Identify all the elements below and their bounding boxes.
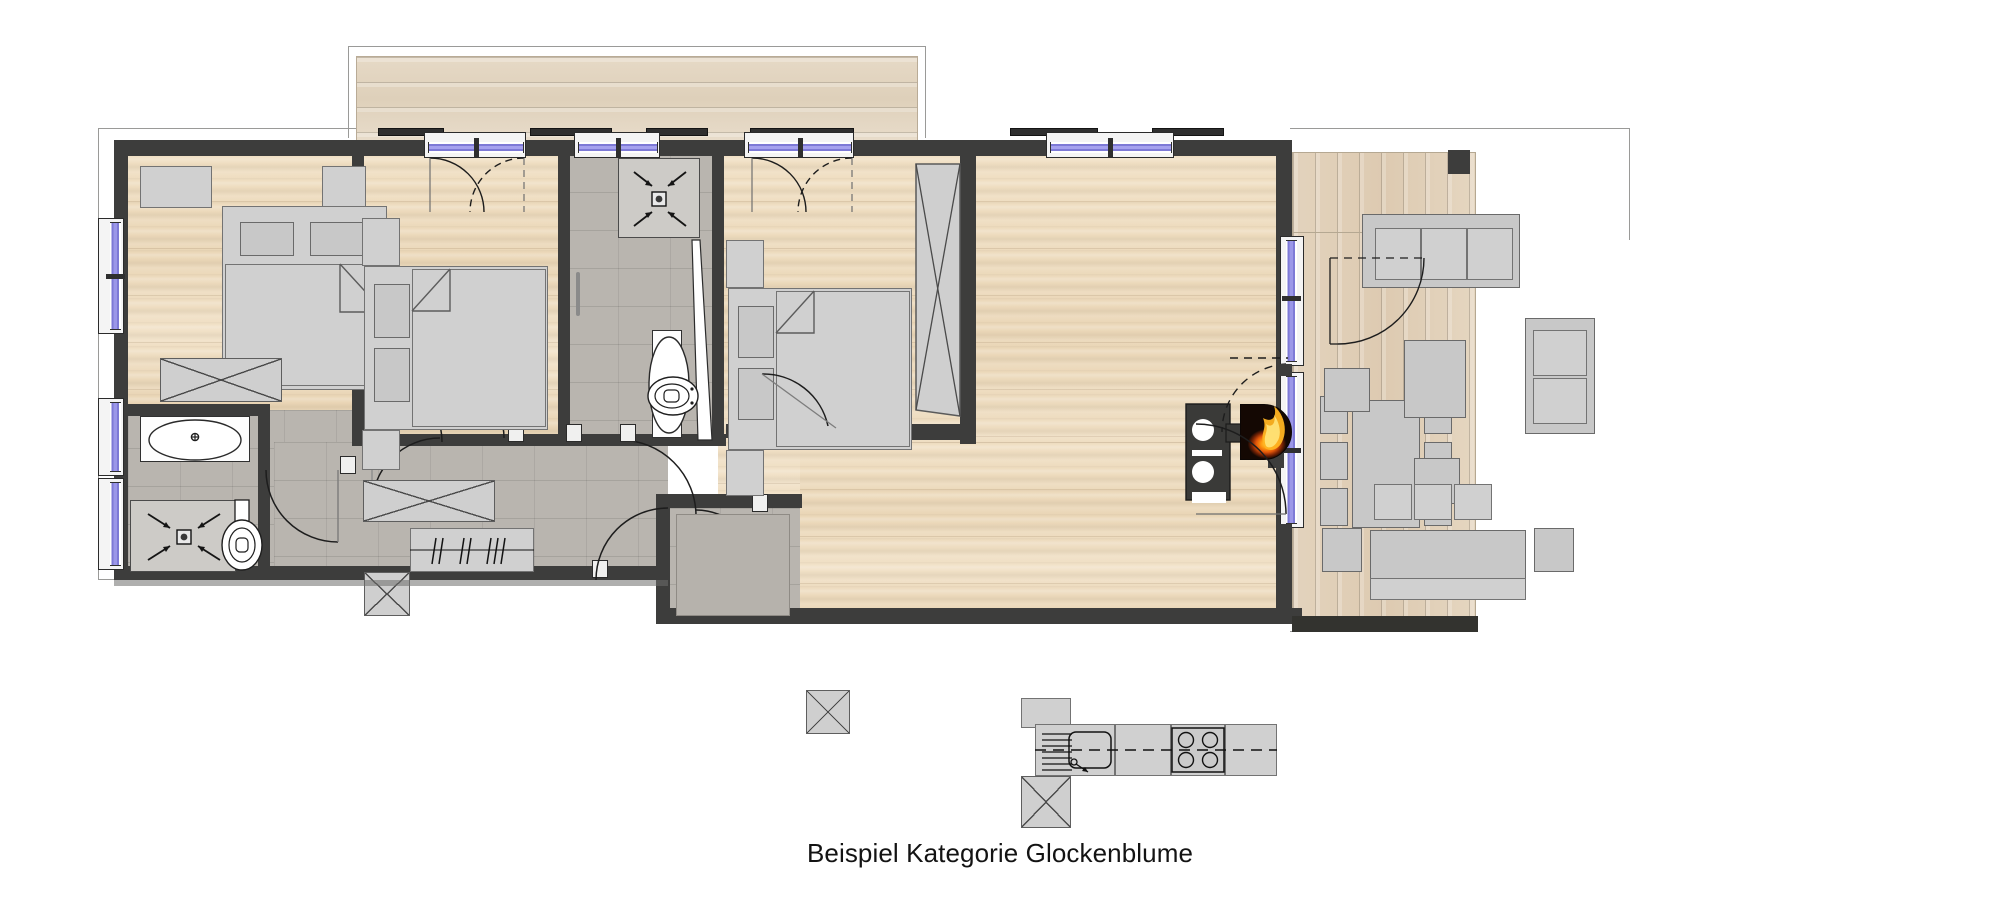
kitchen-cabinet-below — [1021, 698, 1071, 728]
wall-bathwest-east — [258, 404, 270, 580]
side-table-sw — [1322, 528, 1362, 572]
west-window-3[interactable] — [110, 482, 121, 566]
kitchen-counter-3 — [1171, 724, 1225, 776]
site-outline-north — [348, 46, 926, 138]
entry-threshold — [1292, 616, 1478, 632]
bathmain-sliding-handle[interactable] — [576, 272, 580, 316]
sofa-south-back — [1370, 578, 1526, 600]
hall-wardrobe — [364, 572, 410, 616]
wall-bed3-living — [960, 154, 976, 444]
kitchen-upper-cabinet — [1021, 776, 1071, 828]
utility-inner-wall — [676, 514, 790, 616]
door-block-4 — [340, 456, 356, 474]
hall-bench — [410, 528, 534, 572]
bathwest-vanity — [140, 416, 250, 462]
north-terrace-deck — [356, 56, 918, 142]
side-table-left — [1324, 368, 1370, 412]
terrace-post-top — [1448, 150, 1470, 174]
west-mullion-1 — [106, 274, 125, 279]
bed2-pillow-2 — [374, 348, 410, 402]
east-mullion-2 — [1282, 448, 1301, 453]
wall-south-utility — [656, 608, 1302, 624]
bed3-pillow-1 — [738, 306, 774, 358]
north-mullion-3 — [798, 138, 803, 157]
bed1-headboard-shelf-left — [140, 166, 212, 208]
bed2-wardrobe-bottom — [363, 480, 495, 522]
door-block-2 — [566, 424, 582, 442]
site-outline-east — [1290, 128, 1630, 240]
sofa-south-cushion-2 — [1414, 484, 1452, 520]
wall-north-exterior — [114, 140, 1290, 156]
east-post-3 — [1276, 524, 1292, 624]
wall-bed1-bath — [128, 404, 268, 416]
bed2-pillow-1 — [374, 284, 410, 338]
bed1-pillow-left — [240, 222, 294, 256]
bed3-mattress — [776, 291, 910, 447]
sofa-south-cushion-1 — [1374, 484, 1412, 520]
bed3-tall-cabinet — [726, 240, 764, 288]
bed3-cabinet-bottom — [726, 450, 764, 496]
bed1-wardrobe — [160, 358, 282, 402]
door-block-3 — [620, 424, 636, 442]
wall-bed2-bathmain — [558, 154, 570, 446]
coffee-table-main — [1404, 340, 1466, 418]
wall-utility-left — [656, 494, 670, 624]
east-mullion-1 — [1282, 296, 1301, 301]
sofa-south-cushion-3 — [1454, 484, 1492, 520]
utility-cabinet — [806, 690, 850, 734]
bed2-mattress — [412, 269, 546, 427]
plan-caption: Beispiel Kategorie Glockenblume — [806, 838, 1194, 868]
outdoor-chair-l2 — [1320, 442, 1348, 480]
north-mullion-2 — [616, 138, 621, 157]
sofa-top-cushion-1 — [1375, 228, 1421, 280]
armchair-east-seat-2 — [1533, 378, 1587, 424]
armchair-east-seat-1 — [1533, 330, 1587, 376]
bed3-pillow-2 — [738, 368, 774, 420]
east-post-2 — [1276, 364, 1292, 376]
kitchen-counter-2 — [1115, 724, 1171, 776]
bathmain-vanity-top — [652, 330, 682, 438]
door-block-7 — [752, 494, 768, 512]
door-block-5 — [592, 560, 608, 578]
north-mullion-4 — [1108, 138, 1113, 157]
bed1-pillow-right — [310, 222, 364, 256]
east-terrace-door-1[interactable] — [1286, 240, 1297, 362]
bathwest-shower-tray — [130, 500, 236, 572]
bathmain-shower-tray — [618, 158, 700, 238]
sofa-top-cushion-3 — [1467, 228, 1513, 280]
west-window-2[interactable] — [110, 402, 121, 472]
wall-bathmain-bed3 — [712, 154, 724, 446]
wall-utility-top — [656, 494, 802, 508]
sofa-top-cushion-2 — [1421, 228, 1467, 280]
outdoor-chair-l3 — [1320, 488, 1348, 526]
kitchen-counter-4 — [1225, 724, 1277, 776]
east-post-1 — [1276, 140, 1292, 236]
living-floor-lower — [800, 442, 1290, 622]
kitchen-counter-1 — [1035, 724, 1115, 776]
bed2-cabinet-lower — [362, 430, 400, 470]
bed1-headboard-shelf-right — [322, 166, 366, 208]
south-wall-shadow — [114, 580, 668, 586]
side-table-se — [1534, 528, 1574, 572]
bed2-tall-cabinet — [362, 218, 400, 266]
north-mullion-1 — [474, 138, 479, 157]
